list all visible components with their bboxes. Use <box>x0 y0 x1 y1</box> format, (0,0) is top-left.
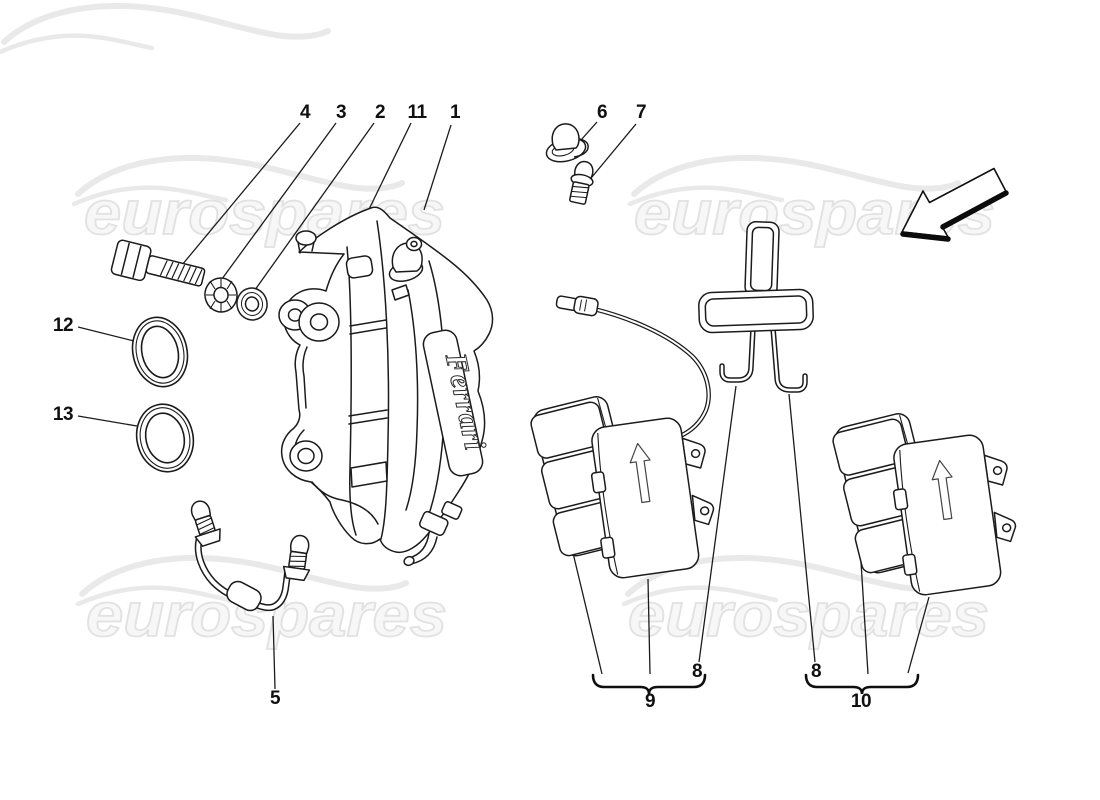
callout-6: 6 <box>596 102 608 123</box>
callout-8b: 8 <box>810 661 822 682</box>
pad-up-arrow-icon <box>629 442 651 504</box>
dust-cap-drawing <box>545 123 589 163</box>
seal-ring-13-drawing <box>135 403 195 473</box>
leader-lines <box>77 121 930 690</box>
callout-10: 10 <box>850 691 872 712</box>
bushing-11-drawing <box>298 302 340 342</box>
bleed-screw-drawing <box>569 160 594 205</box>
callout-8a: 8 <box>691 661 703 682</box>
callout-4: 4 <box>299 102 311 123</box>
seal-ring-12-drawing <box>131 316 189 388</box>
car-swoosh-icon <box>0 2 331 55</box>
callout-9: 9 <box>644 691 656 712</box>
brake-pad-set-drawing <box>530 396 715 579</box>
callout-2: 2 <box>374 102 386 123</box>
caliper-drawing <box>278 206 494 567</box>
flat-washer-drawing <box>236 287 268 321</box>
toothed-washer-drawing <box>204 277 238 313</box>
watermark-text: eurospares <box>85 580 448 651</box>
callout-7: 7 <box>635 102 647 123</box>
pad-wear-sensor-drawing <box>555 295 711 440</box>
callout-5: 5 <box>269 688 281 709</box>
callout-13: 13 <box>52 404 74 425</box>
caliper-bleed-valve-drawing <box>388 236 424 283</box>
bolt-drawing <box>110 239 206 287</box>
brake-pad-set-drawing <box>827 410 1025 598</box>
callout-11: 11 <box>407 102 427 123</box>
callout-3: 3 <box>335 102 347 123</box>
car-swoosh-icon <box>630 158 958 204</box>
direction-arrow-icon <box>900 167 1009 242</box>
retaining-spring-drawing <box>698 221 814 393</box>
callout-1: 1 <box>449 102 461 123</box>
brake-pipe-drawing <box>190 500 311 612</box>
group-brace <box>591 673 920 695</box>
callout-12: 12 <box>52 315 74 336</box>
